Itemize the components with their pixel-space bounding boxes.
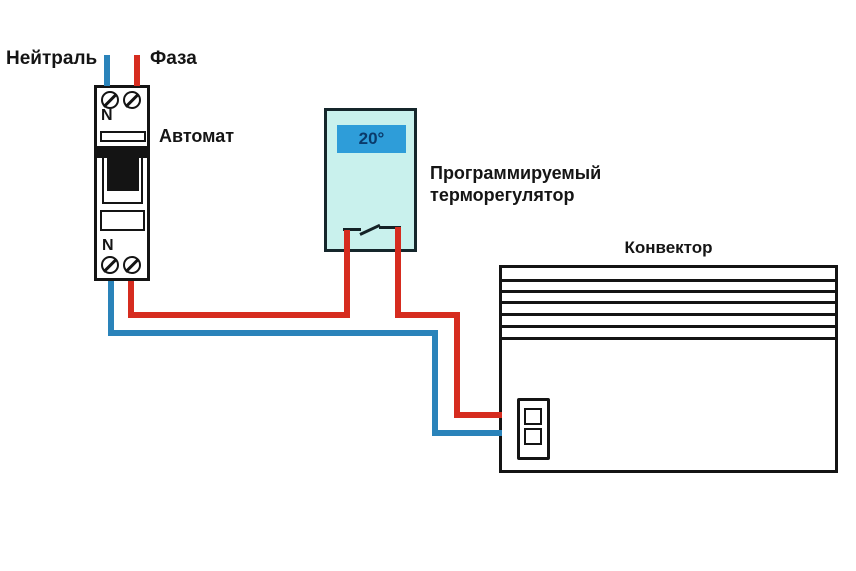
neutral-label: Нейтраль — [6, 48, 98, 69]
phase-wire-segment — [128, 281, 134, 318]
convector-vent-slat — [502, 279, 835, 282]
neutral-wire-segment — [432, 330, 438, 436]
neutral-wire-segment — [108, 330, 438, 336]
screw-terminal-icon — [123, 256, 141, 274]
switch-contact-right-icon — [379, 226, 401, 229]
neutral-wire-segment — [108, 281, 114, 336]
thermostat: 20° — [324, 108, 417, 252]
breaker-toggle-icon — [97, 146, 147, 158]
screw-terminal-icon — [101, 256, 119, 274]
breaker-marking-window — [100, 131, 146, 142]
phase-wire-to-thermostat — [344, 230, 350, 318]
phase-wire-from-thermostat — [395, 227, 401, 318]
breaker-label: Автомат — [159, 126, 235, 146]
breaker-neutral-terminal-label: N — [102, 237, 114, 254]
switch-contact-left-icon — [343, 228, 361, 231]
convector-vent-slat — [502, 337, 835, 340]
phase-wire-supply — [134, 55, 140, 86]
phase-wire-segment — [128, 312, 350, 318]
phase-wire-segment — [454, 312, 460, 418]
thermostat-label: Программируемый терморегулятор — [430, 163, 602, 205]
convector-vent-slat — [502, 325, 835, 328]
thermostat-display: 20° — [337, 125, 406, 153]
convector-vent-slat — [502, 301, 835, 304]
phase-wire-to-convector — [454, 412, 502, 418]
breaker-neutral-terminal-label: N — [101, 107, 113, 124]
convector-vent-slat — [502, 313, 835, 316]
convector-switch-key-icon — [524, 428, 542, 445]
convector-switch-key-icon — [524, 408, 542, 425]
neutral-wire-supply — [104, 55, 110, 86]
screw-terminal-icon — [101, 91, 119, 109]
neutral-wire-to-convector — [432, 430, 502, 436]
convector-label: Конвектор — [624, 238, 713, 257]
switch-contact-blade-icon — [359, 223, 381, 236]
screw-terminal-icon — [123, 91, 141, 109]
convector-heater — [499, 265, 838, 473]
convector-power-switch — [517, 398, 550, 460]
phase-label: Фаза — [150, 48, 197, 69]
circuit-breaker: N N — [94, 85, 150, 281]
phase-wire-segment — [395, 312, 460, 318]
breaker-toggle-handle — [107, 158, 139, 191]
convector-vent-slat — [502, 290, 835, 293]
breaker-marking-window — [100, 210, 145, 231]
